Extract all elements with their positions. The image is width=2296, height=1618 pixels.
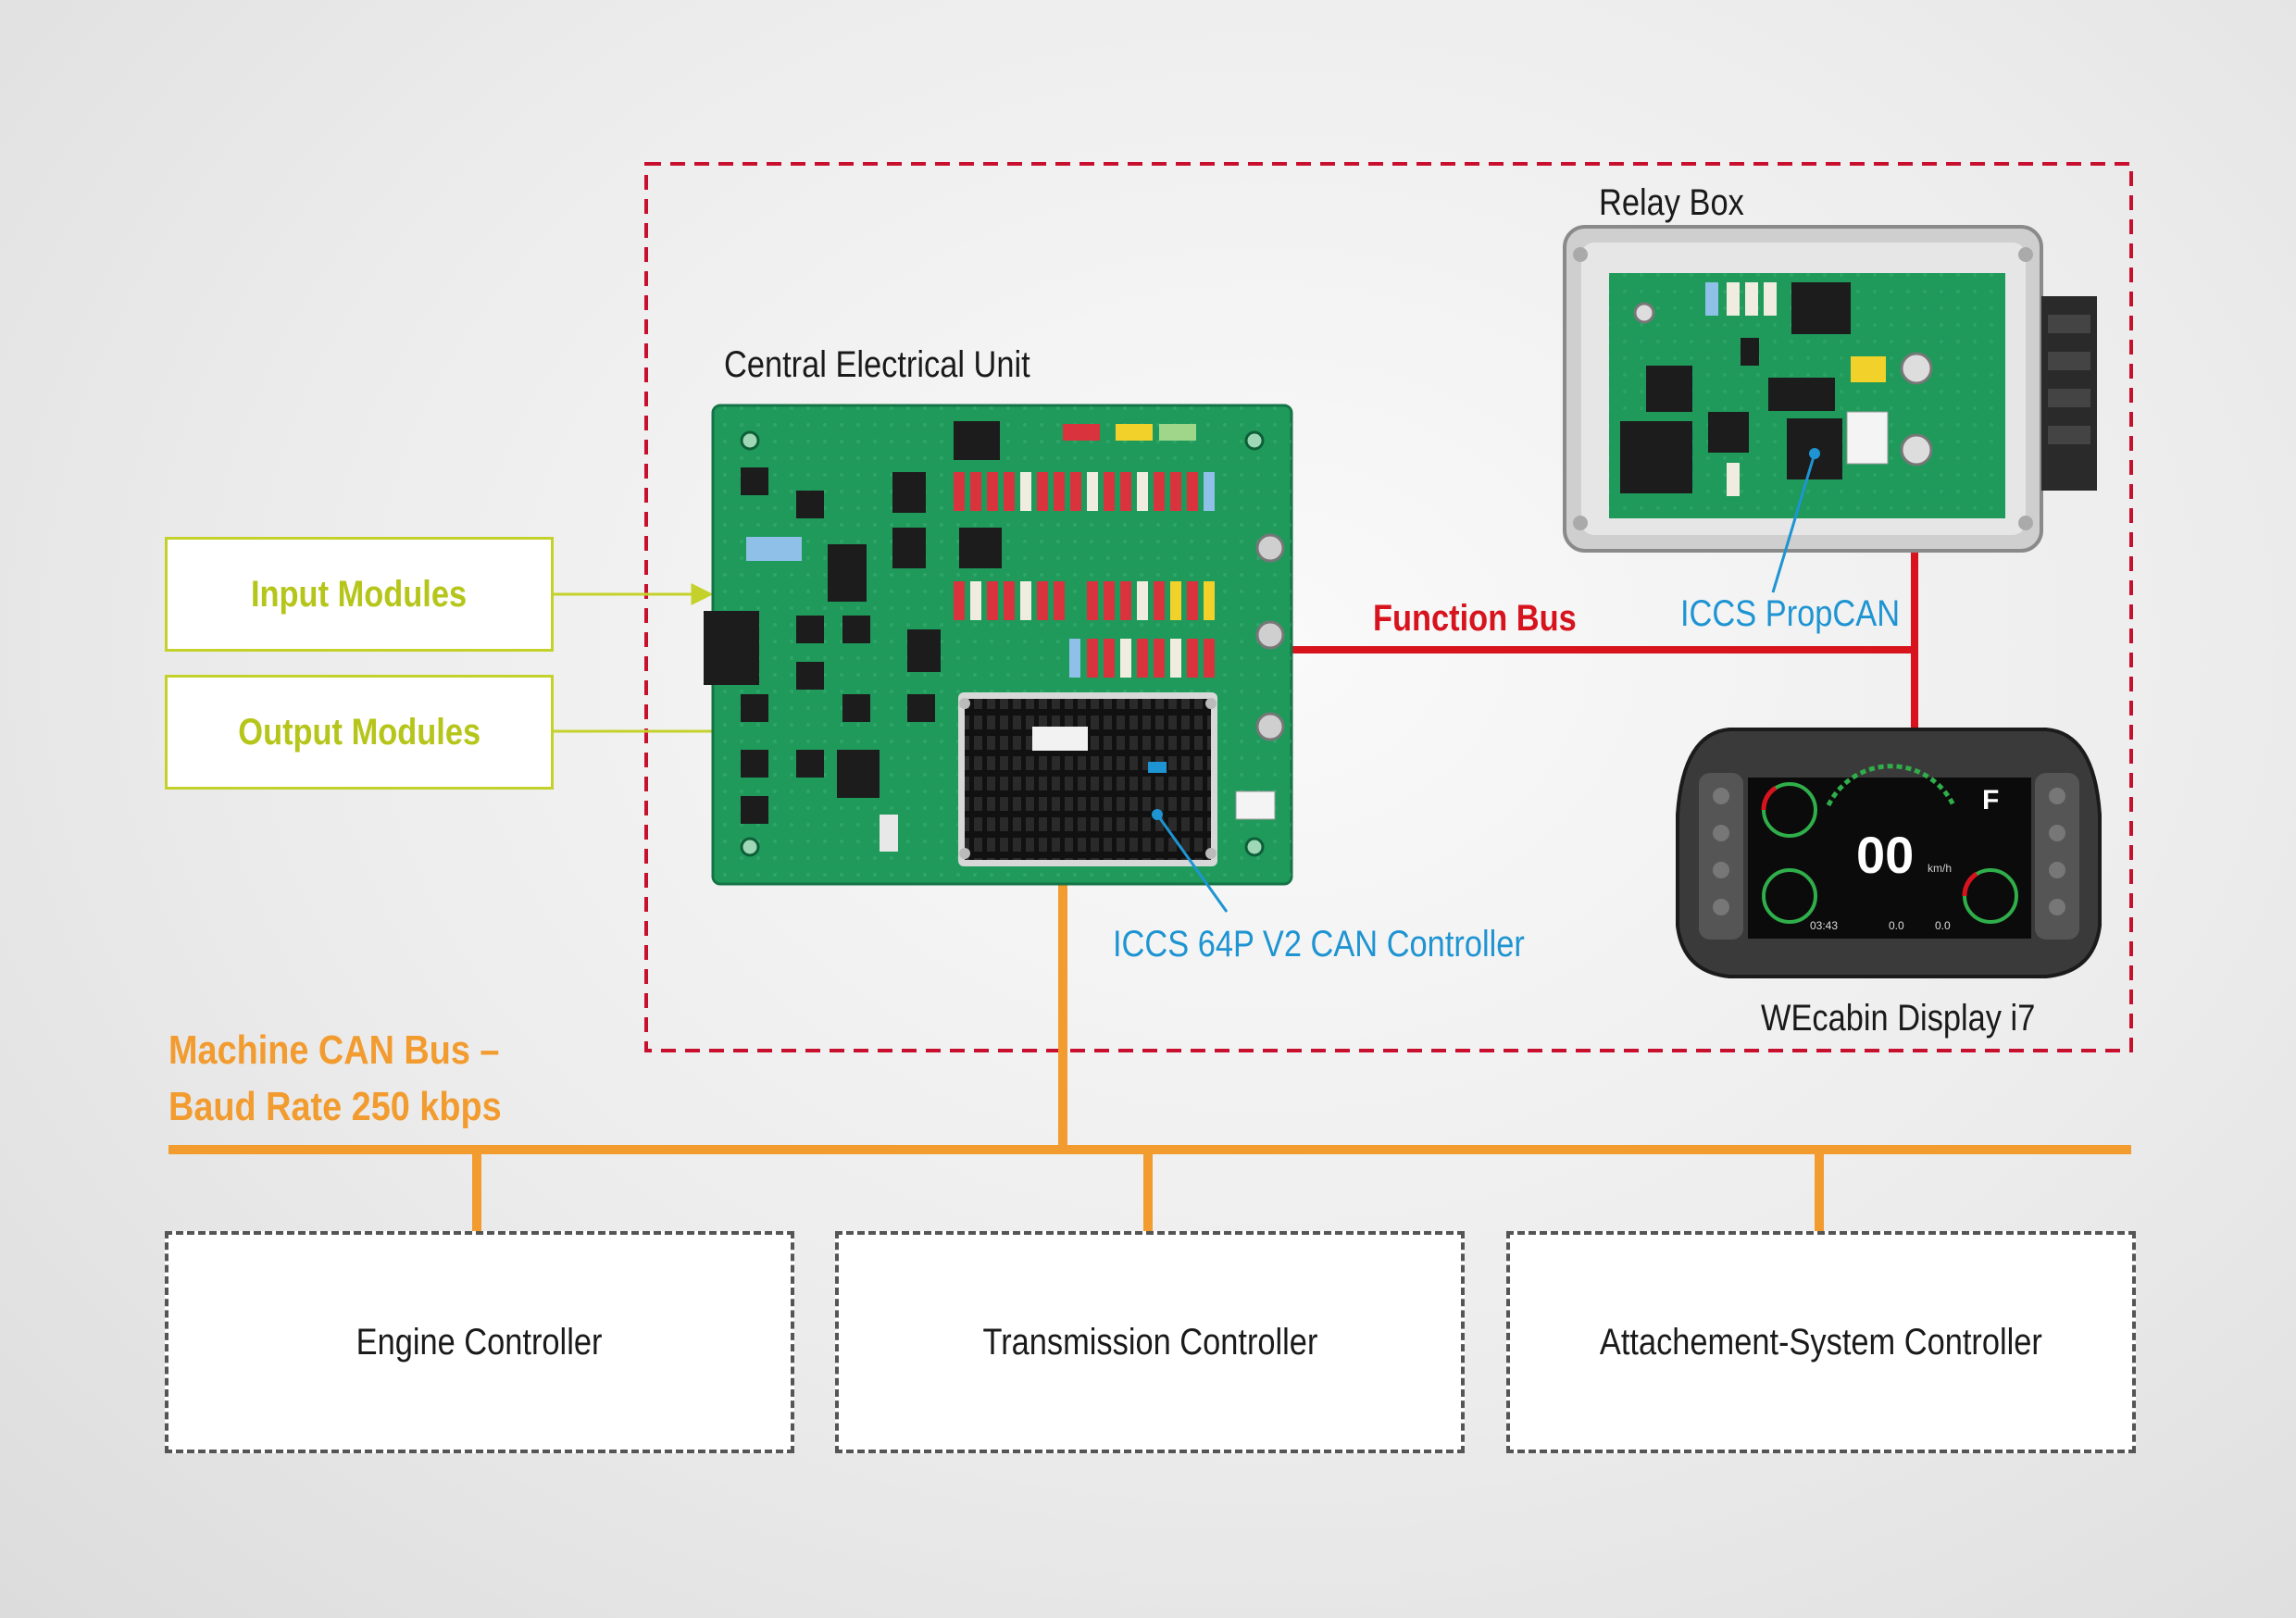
iccs-can-controller-label: ICCS 64P V2 CAN Controller: [1113, 924, 1525, 965]
function-bus-label: Function Bus: [1373, 598, 1577, 639]
display-gear-indicator: F: [1982, 785, 2000, 815]
propcan-pointer-dot: [1809, 448, 1820, 459]
subsystem-group-border: [644, 162, 2133, 1052]
can-bus-title-line2: Baud Rate 250 kbps: [168, 1084, 502, 1129]
central-electrical-unit-board: [704, 404, 1293, 886]
output-modules-box: Output Modules: [165, 675, 554, 790]
display-right-value: 0.0: [1935, 919, 1951, 932]
wecabin-display-device: [1676, 728, 2102, 978]
attachment-system-controller-label: Attachement-System Controller: [1600, 1321, 2042, 1363]
central-electrical-unit-label: Central Electrical Unit: [724, 344, 1030, 385]
wecabin-display-label: WEcabin Display i7: [1761, 998, 2036, 1039]
engine-controller-box: Engine Controller: [165, 1231, 794, 1453]
engine-controller-label: Engine Controller: [356, 1321, 603, 1363]
input-modules-label: Input Modules: [251, 573, 468, 615]
display-left-value: 0.0: [1889, 919, 1904, 932]
propcan-pointer: [1771, 453, 1816, 593]
input-modules-box: Input Modules: [165, 537, 554, 652]
can-controller-pointer: [1155, 814, 1229, 913]
can-controller-pointer-dot: [1152, 809, 1163, 820]
attachment-system-controller-box: Attachement-System Controller: [1506, 1231, 2136, 1453]
display-speed-readout: 00: [1856, 826, 1915, 884]
display-time: 03:43: [1810, 919, 1839, 932]
can-bus-lines: [168, 879, 2131, 1231]
transmission-controller-label: Transmission Controller: [982, 1321, 1317, 1363]
can-bus-title-line1: Machine CAN Bus –: [168, 1027, 500, 1073]
iccs-propcan-label: ICCS PropCAN: [1680, 593, 1901, 634]
output-modules-label: Output Modules: [238, 711, 480, 753]
relay-box-label: Relay Box: [1599, 182, 1744, 223]
display-speed-unit: km/h: [1928, 862, 1953, 875]
transmission-controller-box: Transmission Controller: [835, 1231, 1465, 1453]
relay-box: [1563, 225, 2097, 553]
function-bus-lines: [1292, 551, 1918, 729]
